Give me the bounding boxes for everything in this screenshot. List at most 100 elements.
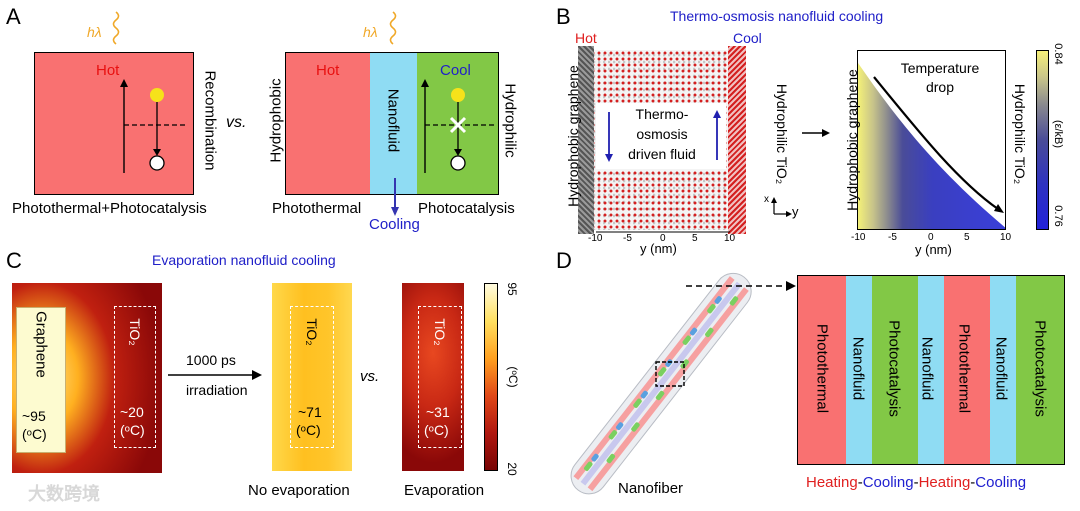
axis-y-label: y [792, 204, 799, 219]
evaporation-map [402, 283, 464, 471]
hv-label-2: hλ [363, 24, 378, 40]
cool-label: Cool [440, 62, 471, 79]
tio2-unit-2: (ᵒC) [296, 422, 321, 438]
stripe-label-3: Photocatalysis [885, 320, 903, 417]
zoom-arrow [686, 281, 796, 291]
stripe-label-7: Photocatalysis [1031, 320, 1049, 417]
hydrophilic-tio2-label-2: Hydrophilic TiO₂ [1012, 83, 1028, 185]
simulation-axis [596, 231, 730, 233]
panel-b-title: Thermo-osmosis nanofluid cooling [670, 8, 884, 24]
graphene-unit: (ᵒC) [22, 426, 47, 442]
panel-c-title: Evaporation nanofluid cooling [152, 252, 336, 268]
electron-icon-2 [451, 88, 465, 102]
tio2-unit-3: (ᵒC) [424, 422, 449, 438]
stripe-photocatalysis-1 [872, 276, 918, 464]
hot-label-2: Hot [316, 62, 340, 79]
dash-3: - [970, 474, 976, 491]
photocatalysis-label: Photocatalysis [418, 200, 515, 217]
hydrophobic-graphene-label-2: Hydrophobic graphene [844, 69, 860, 211]
temperature-plot [857, 50, 1006, 230]
hydrophilic-tio2-label: Hydrophilic TiO₂ [774, 83, 790, 185]
light-wave-icon [112, 11, 120, 45]
panel-label-a: A [6, 4, 21, 29]
plot-tick-4: 5 [964, 232, 970, 243]
panel-label-c: C [6, 248, 22, 273]
panel-label-d: D [556, 248, 572, 273]
blocked-cross-icon [449, 116, 467, 134]
hot-label: Hot [96, 62, 120, 79]
tio2-wall [728, 46, 746, 234]
nanofiber-illustration [570, 272, 752, 495]
hot-photocatalyst-box [34, 52, 194, 195]
tio2-region-3 [418, 306, 462, 448]
irradiation-line1: 1000 ps [186, 352, 236, 368]
stripe-nanofluid-3 [990, 276, 1016, 464]
temp-drop-line1: Temperature [900, 60, 980, 76]
sim-tick-4: 5 [692, 233, 698, 244]
tio2-label-2: TiO₂ [304, 318, 320, 346]
sim-tick-5: 10 [724, 233, 736, 244]
irradiation-arrow [168, 370, 262, 380]
stripe-photothermal-2 [944, 276, 990, 464]
plot-tick-2: -5 [888, 232, 897, 243]
cooling-word-2: Cooling [975, 474, 1027, 491]
panel-a-graphics [112, 11, 494, 216]
graphene-block [16, 307, 66, 453]
colorbar-b-min: 0.76 [1052, 205, 1064, 227]
sim-axis-label: y (nm) [640, 241, 677, 256]
colorbar-c [484, 283, 498, 471]
vs-label-a: vs. [226, 114, 247, 131]
plot-tick-5: 10 [1000, 232, 1012, 243]
stripe-box [797, 275, 1065, 465]
xy-axes-icon [771, 197, 792, 217]
temperature-field [858, 63, 1005, 229]
stripe-nanofluid-1 [846, 276, 872, 464]
heating-word-1: Heating [806, 474, 858, 491]
hv-label-1: hλ [87, 24, 102, 40]
evaporation-label: Evaporation [404, 482, 485, 499]
nanofluid-segment [370, 52, 417, 195]
panel-label-b: B [556, 4, 571, 29]
hole-icon-2 [450, 155, 466, 171]
stripe-photothermal-1 [798, 276, 846, 464]
colorbar-b-max: 0.84 [1052, 43, 1064, 65]
graphene-label: Graphene [32, 311, 50, 378]
plot-axis-label: y (nm) [915, 242, 952, 257]
flow-arrows [605, 110, 721, 162]
hot-label-b: Hot [575, 30, 597, 46]
sim-tick-1: -10 [588, 233, 603, 244]
graphene-temp: ~95 [22, 408, 46, 424]
dash-1: - [857, 474, 863, 491]
axis-x-label: x [764, 194, 769, 205]
driven-fluid-line2: osmosis [636, 126, 688, 142]
tio2-temp-no-evap: ~71 [298, 404, 322, 420]
photothermal-segment [285, 52, 370, 195]
colorbar-b [1036, 50, 1049, 230]
cooling-word-1: Cooling [862, 474, 914, 491]
no-evaporation-map [272, 283, 352, 471]
plot-tick-1: -10 [851, 232, 866, 243]
stripe-label-5: Photothermal [955, 323, 973, 414]
heating-cooling-caption: Heating-Cooling-Heating-Cooling [806, 474, 1026, 491]
dash-2: - [913, 474, 919, 491]
tio2-temp-initial: ~20 [120, 404, 144, 420]
tio2-label-1: TiO₂ [127, 318, 143, 346]
stripe-label-2: Nanofluid [849, 336, 867, 401]
driven-fluid-line3: driven fluid [628, 146, 696, 162]
colorbar-b-unit: (ε/kB) [1052, 119, 1064, 149]
cool-label-b: Cool [733, 30, 762, 46]
stripe-label-4: Nanofluid [918, 336, 936, 401]
sim-tick-3: 0 [660, 233, 666, 244]
photothermal-photocatalysis-label: Photothermal+Photocatalysis [12, 200, 207, 217]
stripe-label-1: Photothermal [813, 323, 831, 414]
arrow-to-plot [802, 129, 830, 137]
driven-fluid-box [596, 103, 726, 169]
electron-icon [150, 88, 164, 102]
temp-drop-line2: drop [925, 79, 955, 95]
stripe-label-6: Nanofluid [992, 336, 1010, 401]
tio2-region-2 [290, 306, 334, 448]
cooling-label: Cooling [369, 216, 420, 233]
sim-tick-2: -5 [623, 233, 632, 244]
colorbar-c-min: 20 [505, 462, 519, 476]
watermark: 大数跨境 [28, 484, 100, 504]
